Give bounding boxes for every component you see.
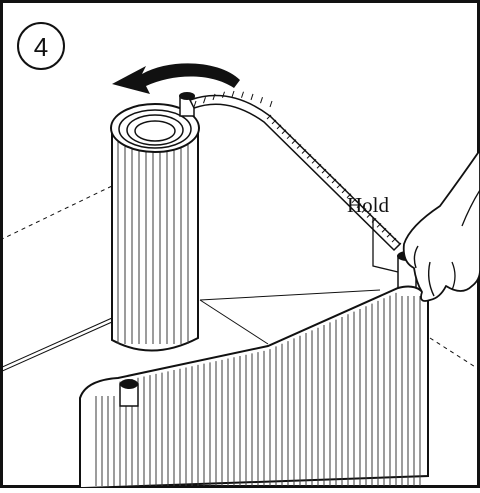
hold-leader-line <box>372 218 399 273</box>
hold-label: Hold <box>347 193 390 217</box>
rotate-arrow-icon <box>112 63 240 94</box>
hold-callout: Hold <box>347 193 399 273</box>
slat-rib <box>203 97 206 104</box>
slat-rib <box>386 232 392 238</box>
step-number: 4 <box>34 32 48 62</box>
slat-rib <box>231 90 235 98</box>
slat-rib <box>331 178 337 184</box>
slat-rib <box>296 144 302 149</box>
slat-rib <box>391 237 397 243</box>
slat-strip <box>188 90 402 252</box>
slat-rib <box>326 173 332 179</box>
slat-rib <box>311 158 317 164</box>
slat-rib <box>193 100 197 108</box>
curved-slat-wall <box>79 285 429 489</box>
slat-rib <box>396 242 402 248</box>
floor-line-left-1 <box>0 321 113 373</box>
step-badge: 4 <box>17 22 65 70</box>
floor-line-left-2 <box>0 317 113 369</box>
slat-rib <box>281 129 287 135</box>
slat-rib <box>321 168 327 174</box>
slat-rib <box>316 163 322 169</box>
slat-rib <box>260 97 263 104</box>
slat-rib <box>271 119 277 125</box>
floor-line-back <box>199 289 381 301</box>
front-left-post <box>119 379 139 407</box>
hand-illustration <box>402 149 480 302</box>
slat-rib <box>269 100 273 108</box>
guide-line-right <box>429 337 480 371</box>
slat-rib <box>346 193 352 199</box>
slat-rib <box>301 149 307 154</box>
slat-rib <box>291 139 297 144</box>
slat-rib <box>306 154 312 159</box>
slat-rib <box>286 134 292 140</box>
slat-rib <box>241 91 244 98</box>
slat-rib <box>336 183 342 189</box>
slat-rib <box>266 114 272 120</box>
floor-line-inner <box>199 299 269 345</box>
rolled-slat-column <box>110 92 200 352</box>
slat-rib <box>381 227 387 233</box>
slat-rib <box>341 188 347 194</box>
slat-rib <box>376 222 382 228</box>
slat-rib <box>351 198 357 204</box>
slat-rib <box>356 203 362 208</box>
slat-rib <box>250 93 254 101</box>
slat-rib <box>222 91 225 98</box>
slat-rib <box>276 124 282 130</box>
slat-rib <box>366 213 372 218</box>
slat-rib <box>361 208 367 213</box>
slat-rib <box>212 93 216 101</box>
